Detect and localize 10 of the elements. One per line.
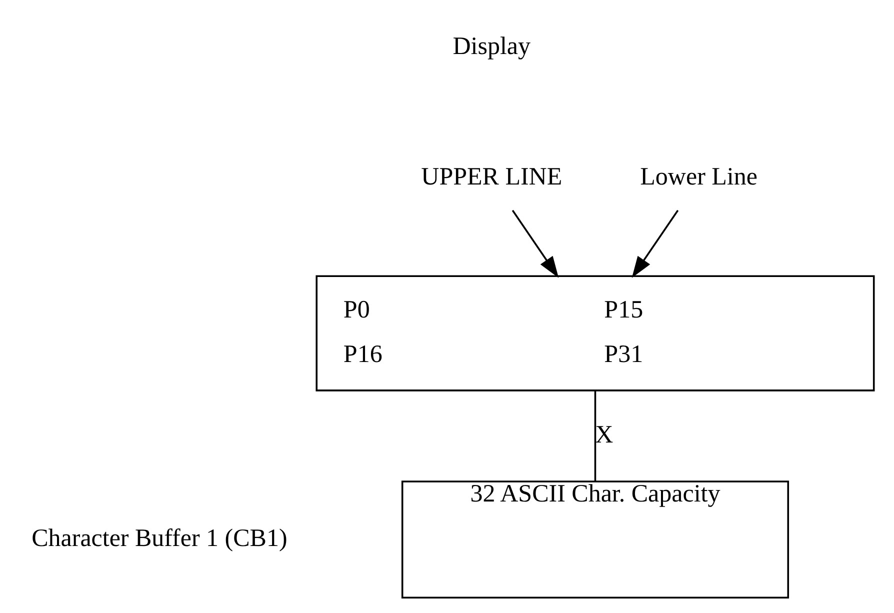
arrow <box>512 210 559 278</box>
node-text: Lower Line <box>640 164 758 191</box>
edge-label: X <box>595 422 614 449</box>
node-box: 32 ASCII Char. Capacity <box>401 480 790 599</box>
node-text: UPPER LINE <box>421 164 562 191</box>
label: Character Buffer 1 (CB1) <box>32 525 288 552</box>
arrow <box>632 210 679 278</box>
connector <box>594 390 596 482</box>
label: Display <box>452 33 531 60</box>
node-box: P0 P15 P16 P31 <box>316 275 875 392</box>
